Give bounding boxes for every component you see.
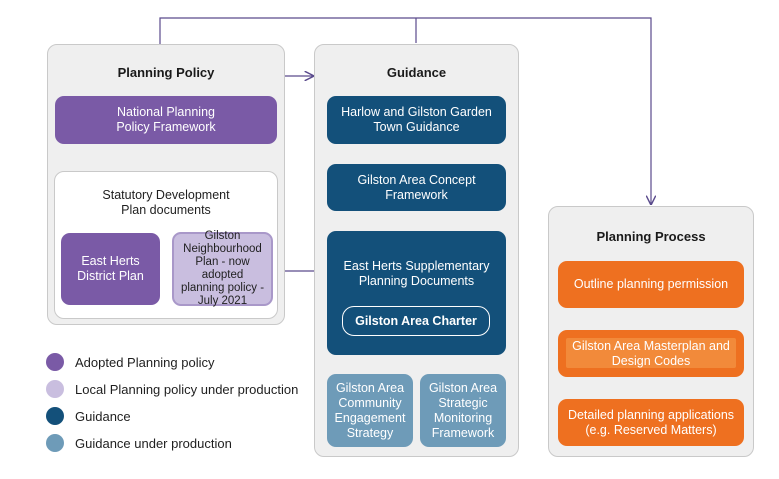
nppf-box: National Planning Policy Framework xyxy=(55,96,277,144)
neighbourhood-plan-box: Gilston Neighbourhood Plan - now adopted… xyxy=(172,230,273,307)
harlow-gilston-guidance-box: Harlow and Gilston Garden Town Guidance xyxy=(327,96,506,144)
monitoring-framework-box: Gilston Area Strategic Monitoring Framew… xyxy=(420,374,506,447)
legend-guidance-production: Guidance under production xyxy=(46,434,232,452)
legend-guidance-production-label: Guidance under production xyxy=(75,435,232,451)
gilston-charter-box: Gilston Area Charter xyxy=(342,306,490,336)
legend-adopted-swatch xyxy=(46,353,64,371)
legend-local-production: Local Planning policy under production xyxy=(46,380,298,398)
district-plan-box: East Herts District Plan xyxy=(61,233,160,305)
masterplan-highlight xyxy=(566,338,736,368)
outline-permission-box: Outline planning permission xyxy=(558,261,744,308)
planning-policy-title: Planning Policy xyxy=(117,65,215,80)
spd-label: East Herts Supplementary Planning Docume… xyxy=(343,259,490,288)
statutory-plan-title: Statutory Development Plan documents xyxy=(102,188,230,217)
legend-guidance-production-swatch xyxy=(46,434,64,452)
detailed-applications-box: Detailed planning applications (e.g. Res… xyxy=(558,399,744,446)
planning-process-title: Planning Process xyxy=(596,229,706,244)
guidance-title: Guidance xyxy=(386,65,447,80)
legend-adopted-label: Adopted Planning policy xyxy=(75,354,215,370)
masterplan-label: Gilston Area Masterplan and Design Codes xyxy=(572,338,730,368)
legend-guidance-label: Guidance xyxy=(75,408,131,424)
legend-guidance-swatch xyxy=(46,407,64,425)
spd-box: East Herts Supplementary Planning Docume… xyxy=(327,231,506,355)
legend-local-production-label: Local Planning policy under production xyxy=(75,381,299,397)
legend-adopted: Adopted Planning policy xyxy=(46,353,215,371)
top-connector xyxy=(159,17,651,204)
legend-local-production-swatch xyxy=(46,380,64,398)
legend-guidance: Guidance xyxy=(46,407,131,425)
concept-framework-box: Gilston Area Concept Framework xyxy=(327,164,506,211)
engagement-strategy-box: Gilston Area Community Engagement Strate… xyxy=(327,374,413,447)
